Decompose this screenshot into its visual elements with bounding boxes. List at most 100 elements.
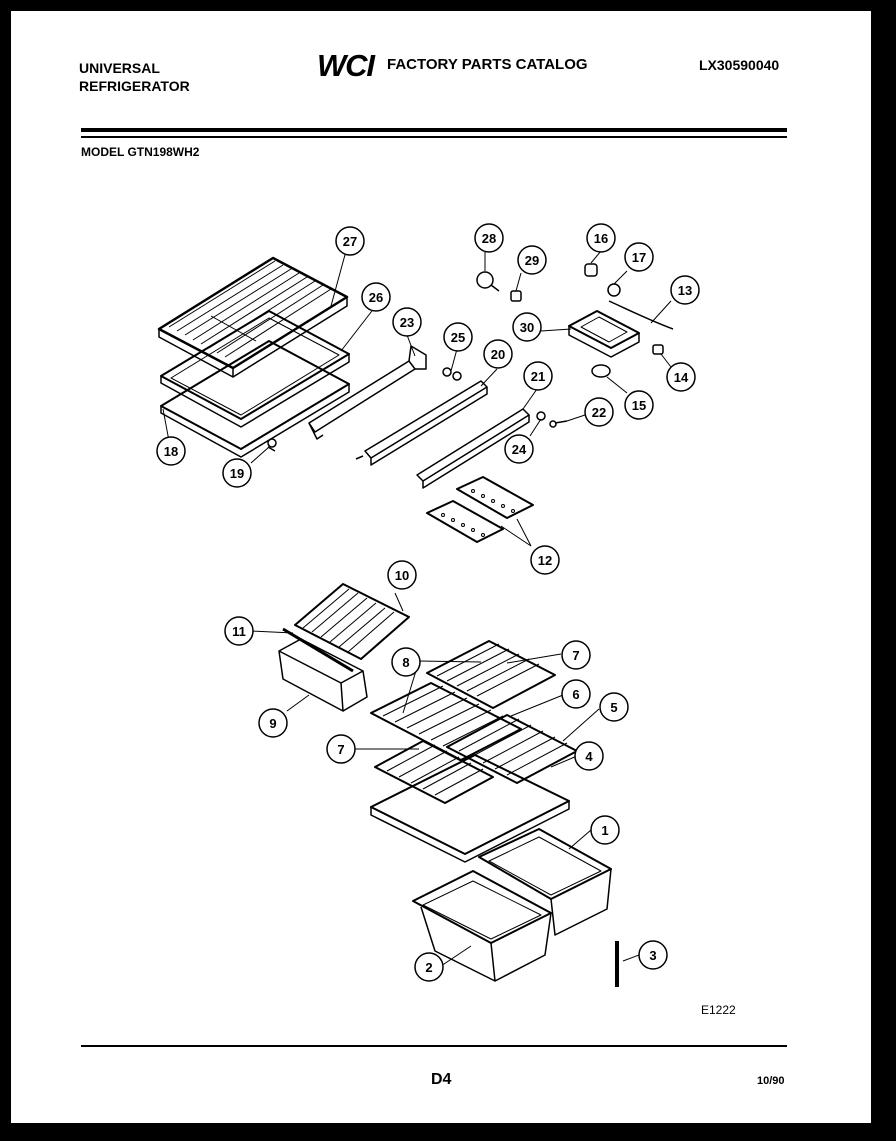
- catalog-title-block: WCI FACTORY PARTS CATALOG: [315, 47, 588, 81]
- callout-24-circle: [504, 434, 534, 464]
- part-2-crisper-pan: [412, 870, 552, 982]
- callout-13-circle: [670, 275, 700, 305]
- callout-7a: 7: [572, 648, 579, 663]
- callout-9: 9: [269, 716, 276, 731]
- brand-line-2: REFRIGERATOR: [79, 78, 190, 94]
- exploded-parts-diagram: 27 26 23 25 20 21 18 19 28 29 16 17 13 3…: [156, 223, 700, 987]
- figure-code: E1222: [701, 1003, 736, 1017]
- part-4-glass-panel: [370, 754, 570, 863]
- callout-5: 5: [610, 700, 617, 715]
- callout-1-circle: [590, 815, 620, 845]
- callout-29: 29: [525, 253, 539, 268]
- callout-21: 21: [531, 369, 545, 384]
- callout-12-circle: [530, 545, 560, 575]
- revision-date: 10/90: [757, 1075, 785, 1087]
- part-30-control-housing: [568, 310, 640, 358]
- callout-5-circle: [599, 692, 629, 722]
- callout-4-circle: [574, 741, 604, 771]
- part-21-rail: [416, 408, 530, 489]
- callout-1: 1: [601, 823, 608, 838]
- callout-22: 22: [592, 405, 606, 420]
- footer-rule: [81, 1045, 787, 1047]
- part-8-shelf: [426, 640, 556, 709]
- part-25-screws: [442, 367, 462, 381]
- callout-8: 8: [402, 655, 409, 670]
- callout-19-circle: [222, 458, 252, 488]
- callout-22-circle: [584, 397, 614, 427]
- callout-circles: [156, 223, 700, 982]
- part-6-shelf: [370, 682, 522, 761]
- part-24-washer: [536, 411, 546, 421]
- callout-11-circle: [224, 616, 254, 646]
- callout-12: 12: [538, 553, 552, 568]
- callout-25-circle: [443, 322, 473, 352]
- callout-18-circle: [156, 436, 186, 466]
- part-12-egg-trays: [426, 476, 534, 543]
- catalog-title: FACTORY PARTS CATALOG: [387, 55, 588, 73]
- callout-16-circle: [586, 223, 616, 253]
- part-29-socket: [510, 290, 522, 302]
- callout-20-circle: [483, 339, 513, 369]
- brand-block: UNIVERSAL REFRIGERATOR: [79, 59, 190, 95]
- callout-6: 6: [572, 687, 579, 702]
- part-13-wire-harness: [608, 300, 674, 330]
- part-7-shelf: [374, 740, 494, 804]
- callout-2: 2: [425, 960, 432, 975]
- callout-7b-circle: [326, 734, 356, 764]
- callout-21-circle: [523, 361, 553, 391]
- wci-logo-graphic: WCI: [317, 48, 376, 81]
- leader-lines: [162, 250, 672, 967]
- callout-18: 18: [164, 444, 178, 459]
- callout-15-circle: [624, 390, 654, 420]
- callout-4: 4: [585, 749, 593, 764]
- part-16-thermostat: [584, 263, 598, 277]
- part-26-shelf-frame: [160, 310, 350, 428]
- part-15-damper: [591, 364, 611, 378]
- callout-11: 11: [232, 624, 246, 639]
- callout-13: 13: [678, 283, 692, 298]
- part-28-light-bulb: [476, 271, 500, 292]
- callout-2-circle: [414, 952, 444, 982]
- callout-23: 23: [400, 315, 414, 330]
- part-19-clip: [267, 438, 277, 452]
- catalog-sheet: UNIVERSAL REFRIGERATOR WCI FACTORY PARTS…: [11, 11, 871, 1123]
- part-9-crisper-drawer: [278, 638, 368, 712]
- callout-26-circle: [361, 282, 391, 312]
- callout-27-circle: [335, 226, 365, 256]
- callout-6-circle: [561, 679, 591, 709]
- callout-7b: 7: [337, 742, 344, 757]
- part-11-rail: [282, 627, 354, 673]
- callout-30: 30: [520, 320, 534, 335]
- callout-3-circle: [638, 940, 668, 970]
- callout-10: 10: [395, 568, 409, 583]
- callout-20: 20: [491, 347, 505, 362]
- callout-3: 3: [649, 948, 656, 963]
- brand-line-1: UNIVERSAL: [79, 60, 160, 76]
- wci-logo: WCI: [315, 47, 379, 81]
- wci-logo-text: WCI: [317, 48, 376, 81]
- part-14-switch: [652, 344, 664, 355]
- callout-14: 14: [674, 370, 689, 385]
- callout-27: 27: [343, 234, 357, 249]
- page-number: D4: [431, 1071, 452, 1088]
- catalog-number: LX30590040: [699, 57, 780, 73]
- callout-17: 17: [632, 250, 646, 265]
- part-20-rail: [355, 380, 488, 466]
- callout-7a-circle: [561, 640, 591, 670]
- callout-19: 19: [230, 466, 244, 481]
- part-23-support-rail: [308, 345, 427, 440]
- callout-28: 28: [482, 231, 496, 246]
- callout-28-circle: [474, 223, 504, 253]
- callout-29-circle: [517, 245, 547, 275]
- callout-labels: 27 26 23 25 20 21 18 19 28 29 16 17 13 3…: [164, 231, 692, 975]
- callout-23-circle: [392, 307, 422, 337]
- callout-30-circle: [512, 312, 542, 342]
- callout-9-circle: [258, 708, 288, 738]
- callout-14-circle: [666, 362, 696, 392]
- callout-17-circle: [624, 242, 654, 272]
- callout-26: 26: [369, 290, 383, 305]
- callout-16: 16: [594, 231, 608, 246]
- header-rule-thick: [81, 128, 787, 132]
- part-18-shelf-frame: [160, 340, 350, 458]
- part-10-crisper-cover: [294, 583, 410, 660]
